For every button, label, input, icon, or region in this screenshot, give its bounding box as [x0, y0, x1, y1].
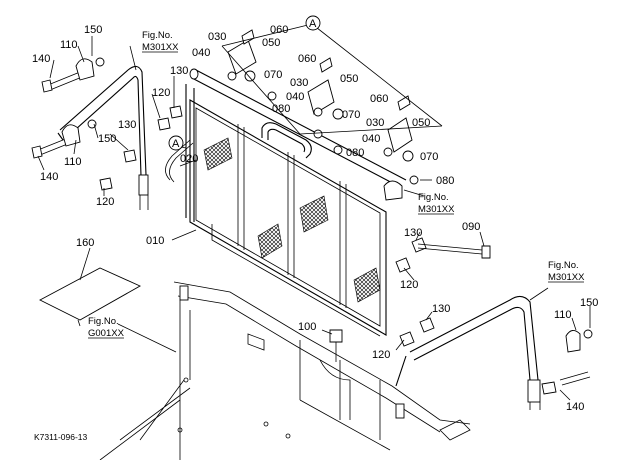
fig-ref-mid: Fig.No. M301XX — [418, 192, 455, 215]
label-130: 130 — [170, 65, 188, 77]
panel-post-left — [185, 84, 195, 222]
svg-text:M301XX: M301XX — [548, 272, 585, 283]
bolt-140-lower — [31, 137, 71, 159]
svg-text:A: A — [309, 18, 317, 30]
label-060: 060 — [270, 24, 288, 36]
label-040: 040 — [286, 91, 304, 103]
svg-text:Fig.No.: Fig.No. — [548, 260, 579, 271]
label-070: 070 — [342, 109, 360, 121]
svg-text:M301XX: M301XX — [142, 42, 179, 53]
label-120: 120 — [400, 279, 418, 291]
spacer-120-right-upper — [395, 237, 427, 273]
callout-a-top: A — [305, 15, 321, 31]
label-140: 140 — [32, 53, 50, 65]
label-110: 110 — [60, 39, 78, 51]
bolt-090 — [417, 243, 491, 259]
callout-a-left: A — [168, 135, 184, 151]
label-030: 030 — [290, 77, 308, 89]
upper-cross-pipe — [189, 68, 407, 189]
bracket-group-c — [383, 95, 419, 185]
svg-text:G001XX: G001XX — [88, 328, 125, 339]
rear-frame-pipe-left — [57, 65, 149, 210]
spacer-120-lower — [99, 149, 137, 191]
label-120: 120 — [372, 349, 390, 361]
svg-text:Fig.No.: Fig.No. — [88, 316, 119, 327]
label-160: 160 — [76, 237, 94, 249]
label-080: 080 — [436, 175, 454, 187]
label-060: 060 — [298, 53, 316, 65]
label-060: 060 — [370, 93, 388, 105]
part-labels: 150 110 140 130 120 150 130 110 140 120 … — [32, 24, 598, 413]
handle — [261, 122, 312, 159]
label-090: 090 — [462, 221, 480, 233]
svg-text:M301XX: M301XX — [418, 204, 455, 215]
label-150: 150 — [98, 133, 116, 145]
clamp-110-right — [565, 329, 593, 353]
bolt-140-right — [541, 371, 591, 395]
label-110: 110 — [64, 156, 82, 168]
label-030: 030 — [208, 31, 226, 43]
label-050: 050 — [340, 73, 358, 85]
label-070: 070 — [420, 151, 438, 163]
label-120: 120 — [96, 196, 114, 208]
label-130: 130 — [118, 119, 136, 131]
label-130: 130 — [404, 227, 422, 239]
fig-ref-bottom: Fig.No. G001XX — [88, 316, 125, 339]
bolt-140-upper — [41, 71, 83, 93]
label-140: 140 — [566, 401, 584, 413]
label-120: 120 — [152, 87, 170, 99]
label-010: 010 — [146, 235, 164, 247]
label-020: 020 — [180, 153, 198, 165]
label-050: 050 — [412, 117, 430, 129]
fig-ref-top: Fig.No. M301XX — [142, 30, 179, 53]
bracket-group-b — [307, 57, 344, 155]
label-040: 040 — [192, 47, 210, 59]
label-040: 040 — [362, 133, 380, 145]
footer-code: K7311-096-13 — [34, 432, 88, 442]
label-070: 070 — [264, 69, 282, 81]
bolt-100 — [329, 329, 343, 362]
spacer-120-upper — [157, 105, 183, 131]
clamp-110-upper — [75, 57, 105, 81]
fig-ref-right: Fig.No. M301XX — [548, 260, 585, 283]
label-050: 050 — [262, 37, 280, 49]
label-150: 150 — [580, 297, 598, 309]
joint-right — [383, 180, 403, 201]
label-080: 080 — [272, 103, 290, 115]
svg-text:Fig.No.: Fig.No. — [142, 30, 173, 41]
label-030: 030 — [366, 117, 384, 129]
bracket-group-a — [227, 29, 277, 101]
label-140: 140 — [40, 171, 58, 183]
bed-body — [99, 281, 471, 460]
pin-020 — [165, 139, 194, 183]
label-130: 130 — [432, 303, 450, 315]
label-080: 080 — [346, 147, 364, 159]
svg-text:A: A — [172, 138, 180, 150]
label-100: 100 — [298, 321, 316, 333]
svg-text:Fig.No.: Fig.No. — [418, 192, 449, 203]
label-110: 110 — [554, 309, 572, 321]
leader-lines — [37, 36, 591, 401]
rear-frame-pipe-right — [395, 295, 541, 410]
group-a-bracket-lines — [221, 23, 443, 135]
panel-010 — [189, 99, 387, 337]
label-150: 150 — [84, 24, 102, 36]
